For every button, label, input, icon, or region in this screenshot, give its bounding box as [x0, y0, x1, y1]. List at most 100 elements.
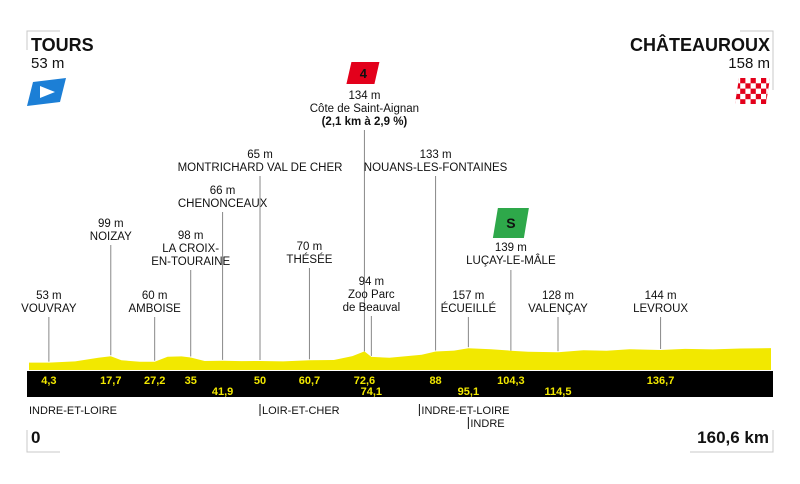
place-altitude: 53 m: [36, 290, 62, 302]
km-mark-label: 114,5: [545, 386, 572, 398]
place-name: CHENONCEAUX: [178, 198, 268, 210]
finish-flag-icon: [735, 78, 770, 104]
checker-square: [745, 99, 751, 104]
climb-altitude: 134 m: [348, 90, 380, 102]
place-altitude: 99 m: [98, 218, 124, 230]
km-marks-upper: 4,3 17,7 27,2 35 50 60,7 72,6 88 104,3 136,7: [41, 375, 674, 387]
sprint-marker: S 139 m LUÇAY-LE-MÂLE: [466, 208, 556, 351]
place-name: NOUANS-LES-FONTAINES: [364, 162, 508, 174]
place-altitude: 94 m: [359, 276, 385, 288]
frame-mask-top: [60, 29, 740, 34]
place-marker: 98 mLA CROIX-EN-TOURAINE: [151, 230, 231, 357]
climb-category-badge: [346, 62, 380, 84]
checker-square: [766, 78, 770, 84]
km-mark-label: 41,9: [212, 386, 233, 398]
finish-km-label: 160,6 km: [697, 428, 769, 447]
start-altitude: 53 m: [31, 55, 64, 72]
start-name: TOURS: [31, 35, 94, 55]
place-altitude: 65 m: [247, 149, 273, 161]
place-name: ÉCUEILLÉ: [441, 302, 497, 315]
place-name: LA CROIX-: [162, 243, 219, 255]
checker-square: [735, 88, 741, 94]
place-altitude: 133 m: [420, 149, 452, 161]
climb-marker: 4 134 m Côte de Saint-Aignan (2,1 km à 2…: [310, 62, 419, 352]
frame-mask-left: [24, 50, 30, 430]
checker-square: [735, 78, 741, 84]
checker-square: [761, 83, 767, 89]
place-altitude: 144 m: [645, 290, 677, 302]
km-mark-label: 17,7: [100, 375, 121, 387]
km-mark-label: 136,7: [647, 375, 675, 387]
start-flag-icon: [27, 78, 66, 106]
elevation-profile-area: [29, 348, 771, 370]
sprint-symbol-icon: S: [506, 215, 515, 231]
sprint-name: LUÇAY-LE-MÂLE: [466, 254, 556, 267]
km-mark-label: 95,1: [458, 386, 479, 398]
region-label: INDRE-ET-LOIRE: [421, 405, 509, 417]
km-mark-label: 50: [254, 375, 266, 387]
checker-square: [761, 93, 767, 100]
place-altitude: 70 m: [297, 241, 323, 253]
km-mark-label: 74,1: [361, 386, 382, 398]
checker-square: [755, 88, 761, 94]
km-mark-label: 60,7: [299, 375, 320, 387]
region-label: INDRE: [470, 418, 504, 430]
sprint-badge: [492, 208, 529, 238]
km-mark-label: 72,6: [354, 375, 375, 387]
checker-square: [745, 78, 751, 84]
checker-square: [750, 93, 756, 100]
checker-square: [735, 99, 741, 104]
climb-detail: (2,1 km à 2,9 %): [322, 116, 408, 128]
checker-square: [740, 93, 746, 100]
km-mark-label: 27,2: [144, 375, 165, 387]
km-band: [27, 371, 773, 397]
place-name: MONTRICHARD VAL DE CHER: [178, 162, 343, 174]
place-altitude: 128 m: [542, 290, 574, 302]
place-name: THÉSÉE: [286, 253, 332, 266]
sprint-altitude: 139 m: [495, 242, 527, 254]
place-name: VOUVRAY: [21, 303, 77, 315]
place-name: Zoo Parc: [348, 289, 395, 301]
checker-square: [740, 83, 746, 89]
place-name: AMBOISE: [128, 303, 181, 315]
checker-square: [745, 88, 751, 94]
checker-square: [755, 78, 761, 84]
climb-name: Côte de Saint-Aignan: [310, 103, 419, 115]
region-label: LOIR-ET-CHER: [262, 405, 340, 417]
finish-altitude: 158 m: [728, 55, 770, 72]
km-mark-label: 104,3: [497, 375, 525, 387]
place-altitude: 98 m: [178, 230, 204, 242]
place-name: NOIZAY: [90, 231, 132, 243]
km-mark-label: 35: [185, 375, 197, 387]
finish-name: CHÂTEAUROUX: [630, 34, 770, 55]
place-altitude: 60 m: [142, 290, 168, 302]
place-altitude: 66 m: [210, 185, 236, 197]
checker-square: [750, 83, 756, 89]
frame-mask-bottom: [60, 449, 690, 455]
place-name: EN-TOURAINE: [151, 256, 230, 268]
place-name: LEVROUX: [633, 303, 688, 315]
km-mark-label: 4,3: [41, 375, 56, 387]
km-mark-label: 88: [429, 375, 441, 387]
climb-category-number: 4: [360, 66, 368, 81]
frame-mask-right: [770, 90, 776, 430]
place-name: de Beauval: [343, 302, 401, 314]
km-marks-lower: 41,9 74,1 95,1 114,5: [212, 386, 572, 398]
place-name: VALENÇAY: [528, 303, 588, 315]
start-km-label: 0: [31, 428, 40, 447]
checker-square: [755, 99, 761, 104]
